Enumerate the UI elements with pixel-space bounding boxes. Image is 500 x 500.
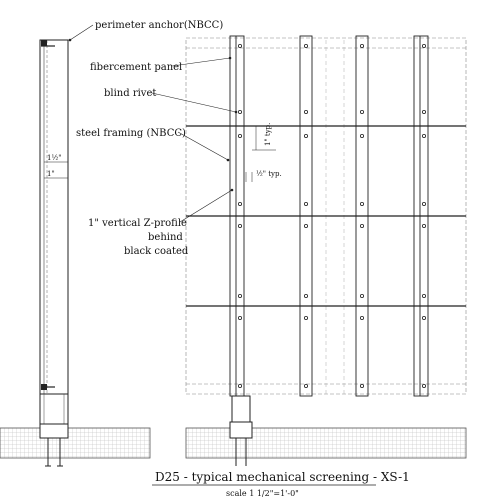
- vertical-z-profiles: [229, 35, 429, 397]
- elevation-view: 1" typ. ½" typ.: [185, 35, 467, 466]
- label-z-profile-line1: 1" vertical Z-profile: [88, 218, 187, 229]
- elevation-footing: [185, 427, 467, 459]
- z-profile-3: [355, 35, 369, 397]
- drawing-title: D25 - typical mechanical screening - XS-…: [155, 470, 410, 484]
- dim-one-typ: 1" typ.: [264, 123, 272, 146]
- label-steel-framing: steel framing (NBCC): [76, 128, 186, 139]
- top-anchor-icon: [41, 40, 47, 46]
- blind-rivets: [237, 44, 426, 388]
- z-profile-2: [299, 35, 313, 397]
- label-perimeter-anchor: perimeter anchor(NBCC): [95, 20, 223, 31]
- section-column: [39, 39, 69, 395]
- leader-arrowheads: [68, 38, 238, 192]
- label-blind-rivet: blind rivet: [104, 88, 156, 99]
- z-profile-4: [413, 35, 429, 397]
- dim-one-half: 1½": [47, 154, 61, 162]
- section-view: 1½" 1": [0, 39, 151, 467]
- dim-half-typ: ½" typ.: [256, 170, 282, 178]
- label-fibercement-panel: fibercement panel: [90, 62, 182, 73]
- drawing-scale: scale 1 1/2"=1'-0": [226, 489, 299, 498]
- label-z-profile-line3: black coated: [124, 246, 189, 257]
- leader-lines: [69, 24, 237, 223]
- label-z-profile-line2: behind: [148, 232, 183, 243]
- dim-one: 1": [47, 170, 55, 178]
- section-footing: [0, 427, 151, 459]
